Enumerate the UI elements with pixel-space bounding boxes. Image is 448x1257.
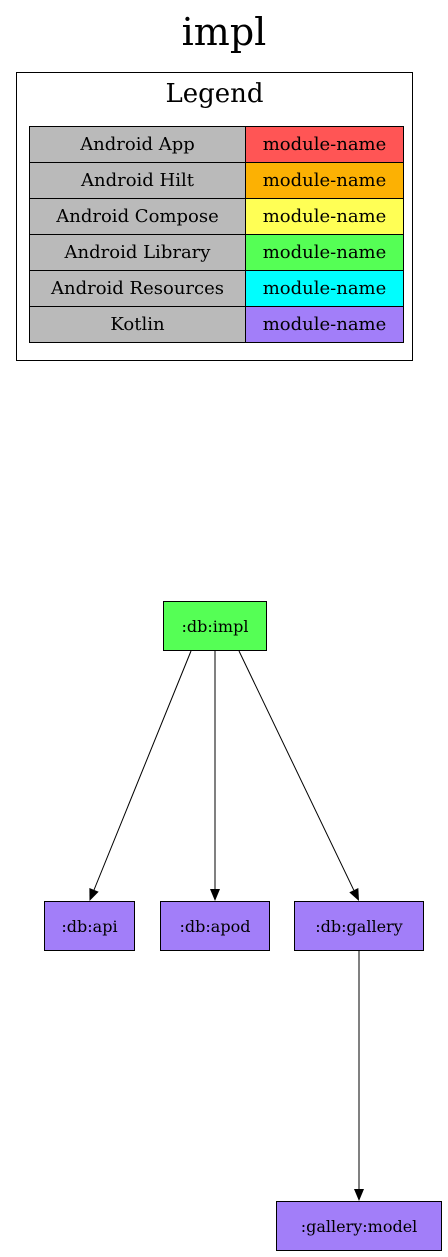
node-db-impl: :db:impl	[163, 601, 267, 651]
legend-row-android-library: Android Library module-name	[29, 234, 404, 271]
arrowhead-db-impl-to-db-api	[89, 888, 99, 901]
legend: Legend Android App module-name Android H…	[16, 72, 413, 361]
legend-type-label: Android Library	[29, 234, 246, 271]
node-label: :db:gallery	[315, 916, 403, 936]
node-db-api: :db:api	[44, 901, 135, 951]
legend-type-label: Android Hilt	[29, 162, 246, 199]
legend-color-swatch: module-name	[245, 234, 404, 271]
legend-color-swatch: module-name	[245, 126, 404, 163]
node-label: :gallery:model	[300, 1216, 418, 1236]
legend-row-android-compose: Android Compose module-name	[29, 198, 404, 235]
legend-type-label: Android Compose	[29, 198, 246, 235]
legend-row-android-resources: Android Resources module-name	[29, 270, 404, 307]
node-label: :db:apod	[179, 916, 251, 936]
arrowhead-db-impl-to-db-apod	[210, 889, 220, 901]
edge-db-impl-to-db-api	[93, 650, 192, 891]
legend-color-swatch: module-name	[245, 270, 404, 307]
node-label: :db:api	[61, 916, 118, 936]
legend-row-kotlin: Kotlin module-name	[29, 306, 404, 343]
arrowhead-db-impl-to-db-gallery	[349, 888, 359, 901]
legend-row-android-hilt: Android Hilt module-name	[29, 162, 404, 199]
node-gallery-model: :gallery:model	[276, 1201, 442, 1251]
node-label: :db:impl	[181, 616, 249, 636]
diagram-title: impl	[181, 10, 267, 54]
legend-type-label: Kotlin	[29, 306, 246, 343]
legend-color-swatch: module-name	[245, 306, 404, 343]
node-db-gallery: :db:gallery	[294, 901, 424, 951]
legend-title: Legend	[165, 79, 264, 109]
node-db-apod: :db:apod	[160, 901, 270, 951]
edge-db-impl-to-db-gallery	[238, 650, 355, 891]
legend-table: Android App module-name Android Hilt mod…	[29, 126, 404, 343]
legend-type-label: Android Resources	[29, 270, 246, 307]
legend-color-swatch: module-name	[245, 162, 404, 199]
legend-color-swatch: module-name	[245, 198, 404, 235]
arrowhead-db-gallery-to-gallery-model	[354, 1189, 364, 1201]
